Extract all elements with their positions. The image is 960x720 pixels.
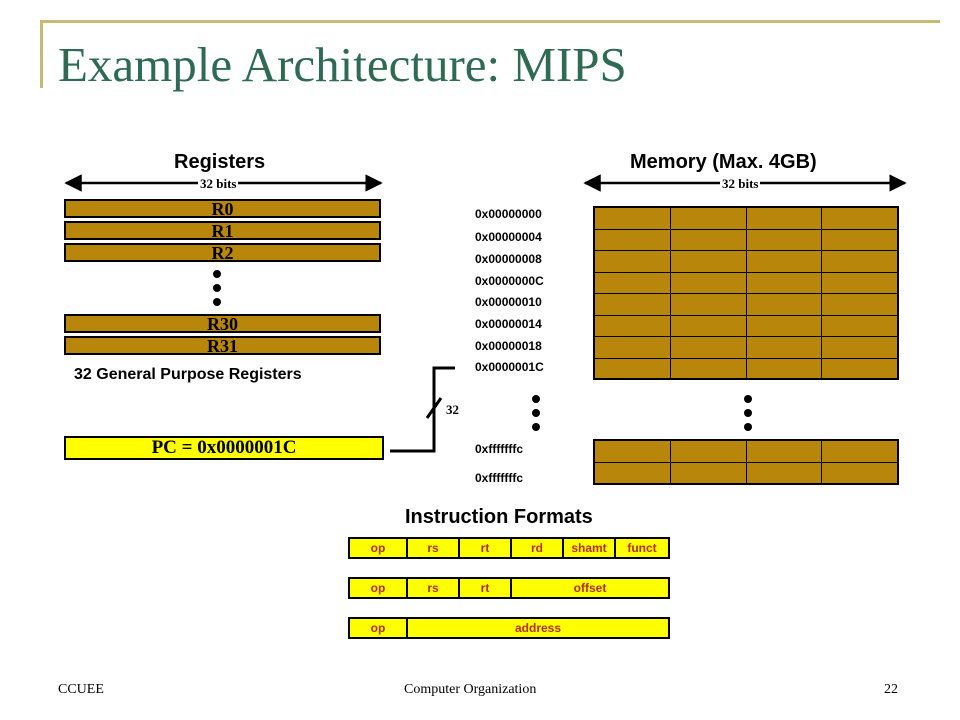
address-ellipsis-dot <box>532 423 540 431</box>
register-ellipsis-dot <box>213 270 221 278</box>
register-r31: R31 <box>64 336 381 355</box>
i-type-format: op rs rt offset <box>348 577 670 599</box>
field-offset: offset <box>573 581 607 595</box>
memory-end-address: 0xfffffffc <box>475 442 523 456</box>
field-rt: rt <box>460 579 512 597</box>
register-ellipsis-dot <box>213 298 221 306</box>
memory-word-row <box>595 315 897 337</box>
field-op: op <box>350 619 408 637</box>
memory-block-low <box>593 206 899 380</box>
memory-address: 0x0000000C <box>475 274 544 288</box>
memory-word-row <box>595 229 897 251</box>
j-type-format: op address <box>348 617 670 639</box>
field-rs: rs <box>408 539 460 557</box>
memory-address: 0x00000008 <box>475 252 542 266</box>
field-shamt: shamt <box>564 539 616 557</box>
title-accent-horizontal-line <box>40 20 940 23</box>
memory-word-row <box>595 208 897 230</box>
memory-width-label: 32 bits <box>720 176 761 192</box>
memory-ellipsis-dot <box>744 409 752 417</box>
memory-address: 0x00000018 <box>475 339 542 353</box>
memory-word-row <box>595 251 897 273</box>
field-rs: rs <box>408 579 460 597</box>
footer-course: CCUEE <box>58 682 104 697</box>
registers-heading: Registers <box>174 151 266 173</box>
register-r0: R0 <box>64 199 381 218</box>
bus-width-label: 32 <box>446 402 459 417</box>
memory-word-row <box>595 337 897 359</box>
r-type-format: op rs rt rd shamt funct <box>348 537 670 559</box>
memory-word-row <box>595 294 897 316</box>
memory-address: 0x00000014 <box>475 317 542 331</box>
memory-block-high <box>593 439 899 485</box>
memory-word-row <box>595 358 897 380</box>
registers-caption: 32 General Purpose Registers <box>74 366 302 383</box>
field-rt: rt <box>460 539 512 557</box>
memory-word-row <box>595 462 897 484</box>
address-ellipsis-dot <box>532 395 540 403</box>
memory-ellipsis-dot <box>744 395 752 403</box>
instruction-formats-heading: Instruction Formats <box>405 506 593 528</box>
register-r30: R30 <box>64 314 381 333</box>
register-r1: R1 <box>64 221 381 240</box>
memory-address: 0x00000000 <box>475 207 542 221</box>
bus-width-slash <box>425 397 443 419</box>
register-ellipsis-dot <box>213 284 221 292</box>
slide-title: Example Architecture: MIPS <box>58 37 627 92</box>
field-op: op <box>350 539 408 557</box>
field-rd: rd <box>512 539 564 557</box>
register-width-label: 32 bits <box>198 176 239 192</box>
memory-end-address: 0xfffffffc <box>475 471 523 485</box>
title-accent-vertical-line <box>40 20 43 88</box>
memory-word-row <box>595 272 897 294</box>
memory-ellipsis-dot <box>744 423 752 431</box>
memory-address: 0x00000010 <box>475 295 542 309</box>
memory-address: 0x00000004 <box>475 230 542 244</box>
field-address: address <box>514 621 562 635</box>
memory-word-row <box>595 441 897 463</box>
address-ellipsis-dot <box>532 409 540 417</box>
program-counter: PC = 0x0000001C <box>64 436 384 460</box>
field-funct: funct <box>627 541 657 555</box>
register-r2: R2 <box>64 243 381 262</box>
memory-heading: Memory (Max. 4GB) <box>630 151 817 173</box>
footer-subject: Computer Organization <box>404 682 537 697</box>
memory-address: 0x0000001C <box>475 360 544 374</box>
field-op: op <box>350 579 408 597</box>
footer-page-number: 22 <box>884 682 898 697</box>
